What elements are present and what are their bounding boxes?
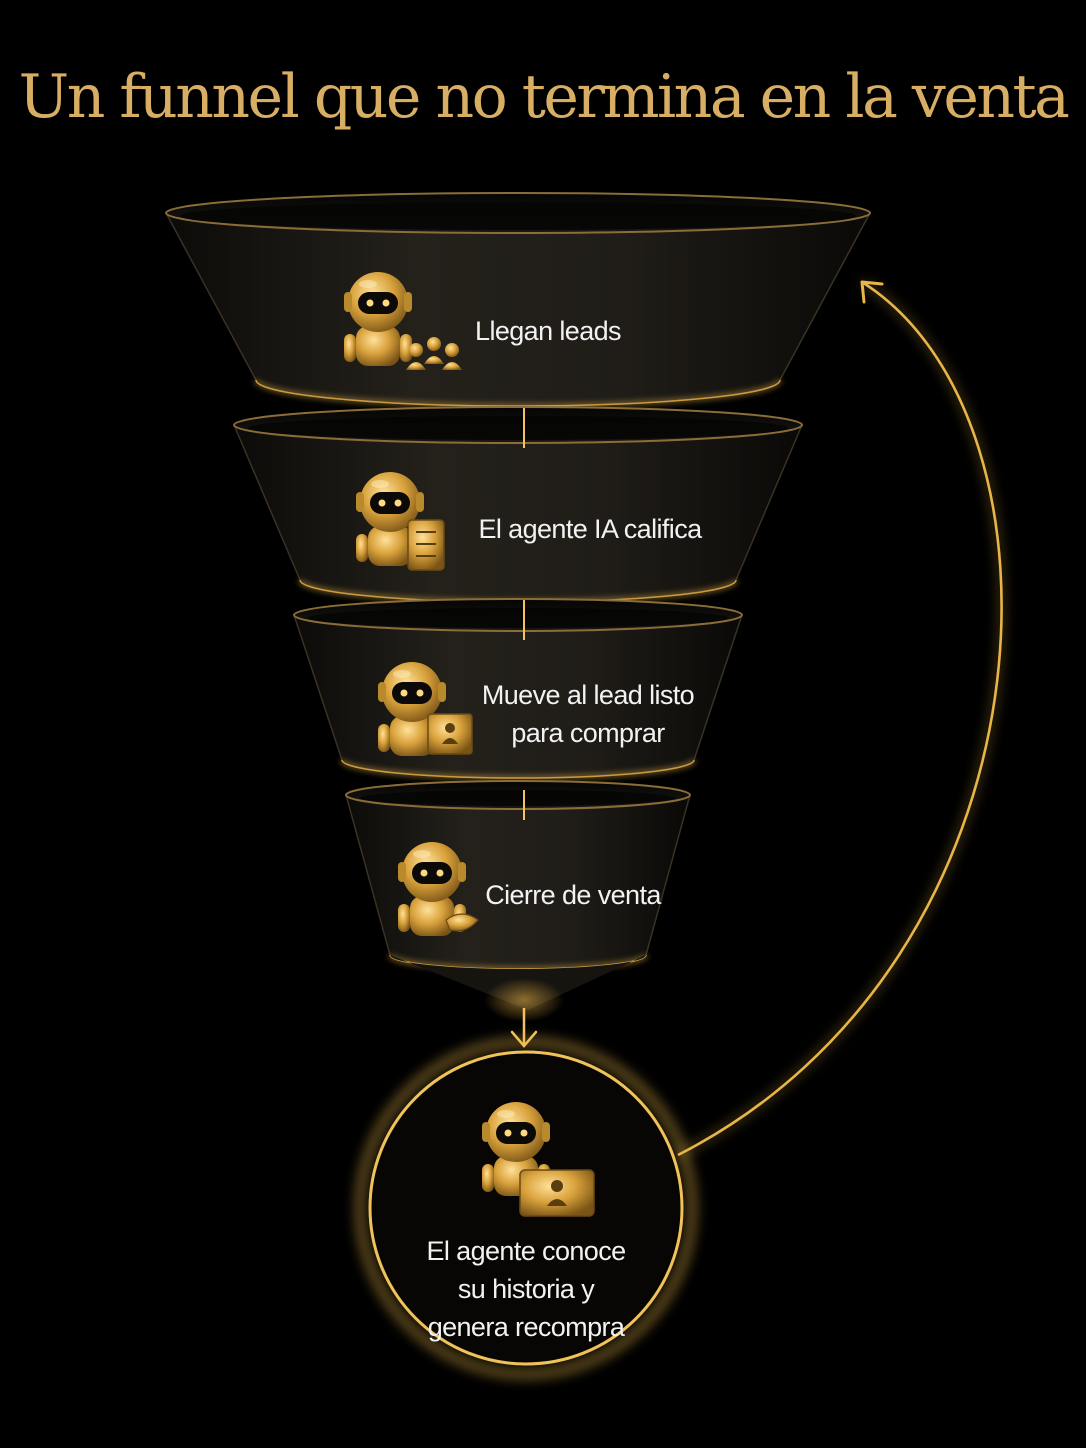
stage-label-1: Llegan leads [398, 312, 698, 350]
robot-with-box-icon [378, 662, 473, 756]
return-arrow [676, 279, 1005, 1158]
stage-label-line: Mueve al lead listo [481, 680, 695, 710]
stage-label-3: Mueve al lead listo para comprar [438, 676, 738, 752]
funnel-stage-1 [164, 192, 872, 409]
final-stage-label: El agente conoce su historia y genera reco… [376, 1232, 676, 1346]
final-stage-label-line: El agente conoce [426, 1236, 626, 1266]
funnel-stage-2 [232, 406, 804, 605]
stage-label-line: Cierre de venta [485, 880, 661, 910]
stage-label-4: Cierre de venta [423, 876, 723, 914]
robot-with-people-icon [344, 272, 462, 370]
funnel-stage-4 [345, 780, 691, 972]
robot-with-clipboard-icon [356, 472, 445, 571]
robot-with-laptop-icon [482, 1102, 595, 1217]
stage-label-line: Llegan leads [475, 316, 622, 346]
stage-label-line: El agente IA califica [478, 514, 702, 544]
stage-label-2: El agente IA califica [440, 510, 740, 548]
arrowhead-icon [860, 280, 884, 304]
stage-label-line: para comprar [511, 718, 665, 748]
final-stage-circle [355, 1037, 697, 1379]
final-stage-label-line: su historia y [457, 1274, 595, 1304]
final-stage-label-line: genera recompra [427, 1312, 625, 1342]
page-title: Un funnel que no termina en la venta [18, 62, 1070, 132]
funnel-tip [390, 955, 646, 1022]
robot-handshake-icon [398, 842, 479, 936]
